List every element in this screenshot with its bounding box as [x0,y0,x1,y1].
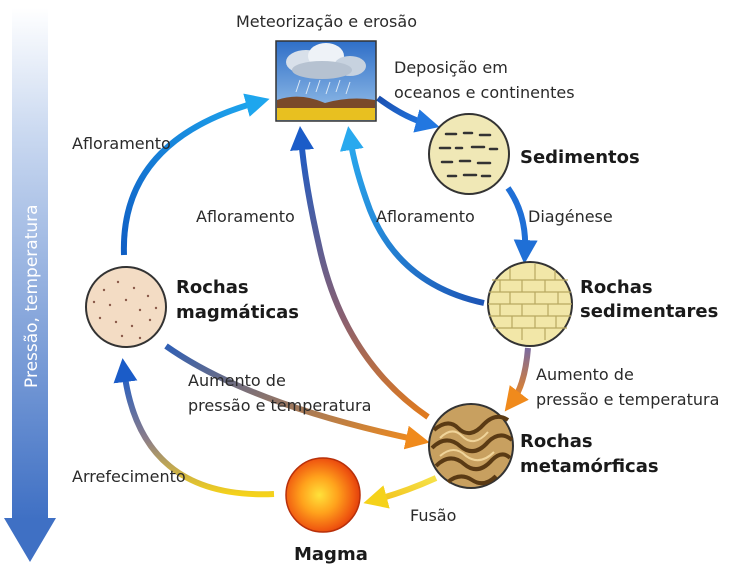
magma-label: Magma [294,544,368,565]
deposition-label-line2: oceanos e continentes [394,83,575,102]
sedimentary-rocks-label-line2: sedimentares [580,301,719,322]
pressure-temperature-right-arrow [504,347,531,412]
pressure-temperature-right-label-line1: Aumento de [536,365,634,384]
igneous-rocks-label-line1: Rochas [176,277,249,298]
uplift-left-arrow [120,93,270,256]
pressure-temperature-left-label-line2: pressão e temperatura [188,396,372,415]
magma-disc [285,457,361,533]
sediments-disc [428,113,510,195]
uplift-right-arrow [339,126,485,306]
cooling-arrow [113,358,275,498]
metamorphic-rocks-label-line2: metamórficas [520,456,659,477]
weathering-erosion-picture [275,40,377,122]
diagenesis-label: Diagénese [528,207,613,226]
uplift-right-label: Afloramento [376,207,475,226]
sedimentary-rocks-label-line1: Rochas [580,277,653,298]
metamorphic-rock-disc [428,403,514,489]
fusion-arrow [363,475,438,509]
pressure-temperature-bar [4,8,56,562]
uplift-middle-arrow [290,126,430,420]
weathering-erosion-label: Meteorização e erosão [236,12,417,31]
deposition-label-line1: Deposição em [394,58,508,77]
igneous-rock-disc [85,266,167,348]
pressure-temperature-left-label-line1: Aumento de [188,371,286,390]
pressure-temperature-right-label-line2: pressão e temperatura [536,390,720,409]
deposition-arrow [376,95,440,133]
diagenesis-arrow [505,186,538,264]
fusion-label: Fusão [410,506,457,525]
pressure-temperature-left-arrow [164,343,430,450]
metamorphic-rocks-label-line1: Rochas [520,431,593,452]
sediments-label: Sedimentos [520,147,640,168]
uplift-left-label: Afloramento [72,134,171,153]
pressure-temperature-label: Pressão, temperatura [22,204,42,388]
cooling-label: Arrefecimento [72,467,186,486]
uplift-middle-label: Afloramento [196,207,295,226]
igneous-rocks-label-line2: magmáticas [176,302,299,323]
sedimentary-rock-disc [487,261,573,347]
